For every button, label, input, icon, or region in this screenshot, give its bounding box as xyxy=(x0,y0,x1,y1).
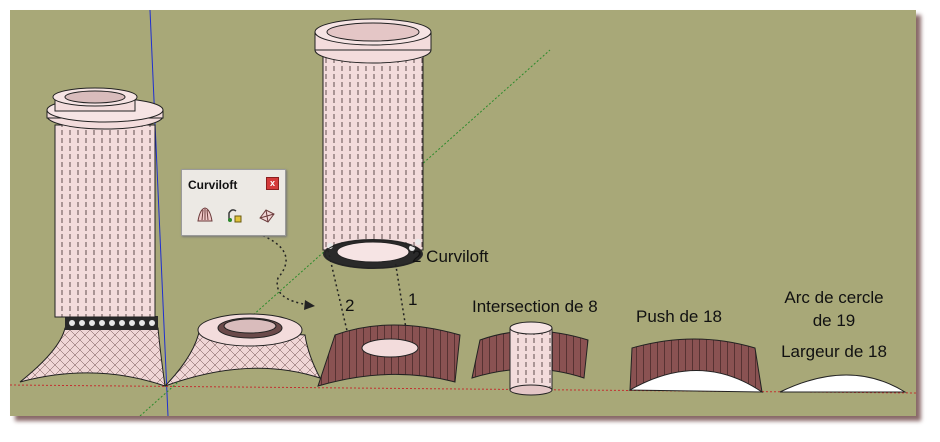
label-step-1: 1 xyxy=(408,290,418,309)
label-width: Largeur de 18 xyxy=(781,342,887,361)
red-axis xyxy=(10,384,916,394)
green-axis xyxy=(139,49,551,416)
label-push: Push de 18 xyxy=(636,307,723,326)
curviloft-toolbar[interactable]: Curviloft x xyxy=(181,169,286,236)
sketchup-viewport[interactable]: 2 Curviloft 2 1 Intersection de 8 Push d… xyxy=(10,10,916,416)
loft-along-path-icon[interactable] xyxy=(258,206,276,224)
label-arc-line2: de 19 xyxy=(812,311,856,330)
close-icon[interactable]: x xyxy=(266,177,279,190)
floating-tube xyxy=(314,18,432,269)
skinning-icon[interactable] xyxy=(226,206,244,224)
intersection-shape xyxy=(471,321,589,396)
loft-by-spline-icon[interactable] xyxy=(196,206,214,224)
flared-base xyxy=(164,313,322,387)
blue-axis xyxy=(149,10,169,416)
label-arc-line1: Arc de cercle xyxy=(784,288,884,307)
3d-scene[interactable] xyxy=(10,10,916,416)
column-left xyxy=(19,87,166,387)
pushed-arc xyxy=(628,338,764,393)
arc-profile xyxy=(779,374,907,393)
arrow-1 xyxy=(394,259,408,336)
label-curviloft: 2 Curviloft xyxy=(412,247,489,266)
toolbar-title: Curviloft xyxy=(188,178,238,192)
label-step-2: 2 xyxy=(345,296,355,315)
label-intersection: Intersection de 8 xyxy=(472,297,598,316)
arrow-head-1 xyxy=(304,300,315,310)
sheet-with-hole xyxy=(317,324,461,387)
